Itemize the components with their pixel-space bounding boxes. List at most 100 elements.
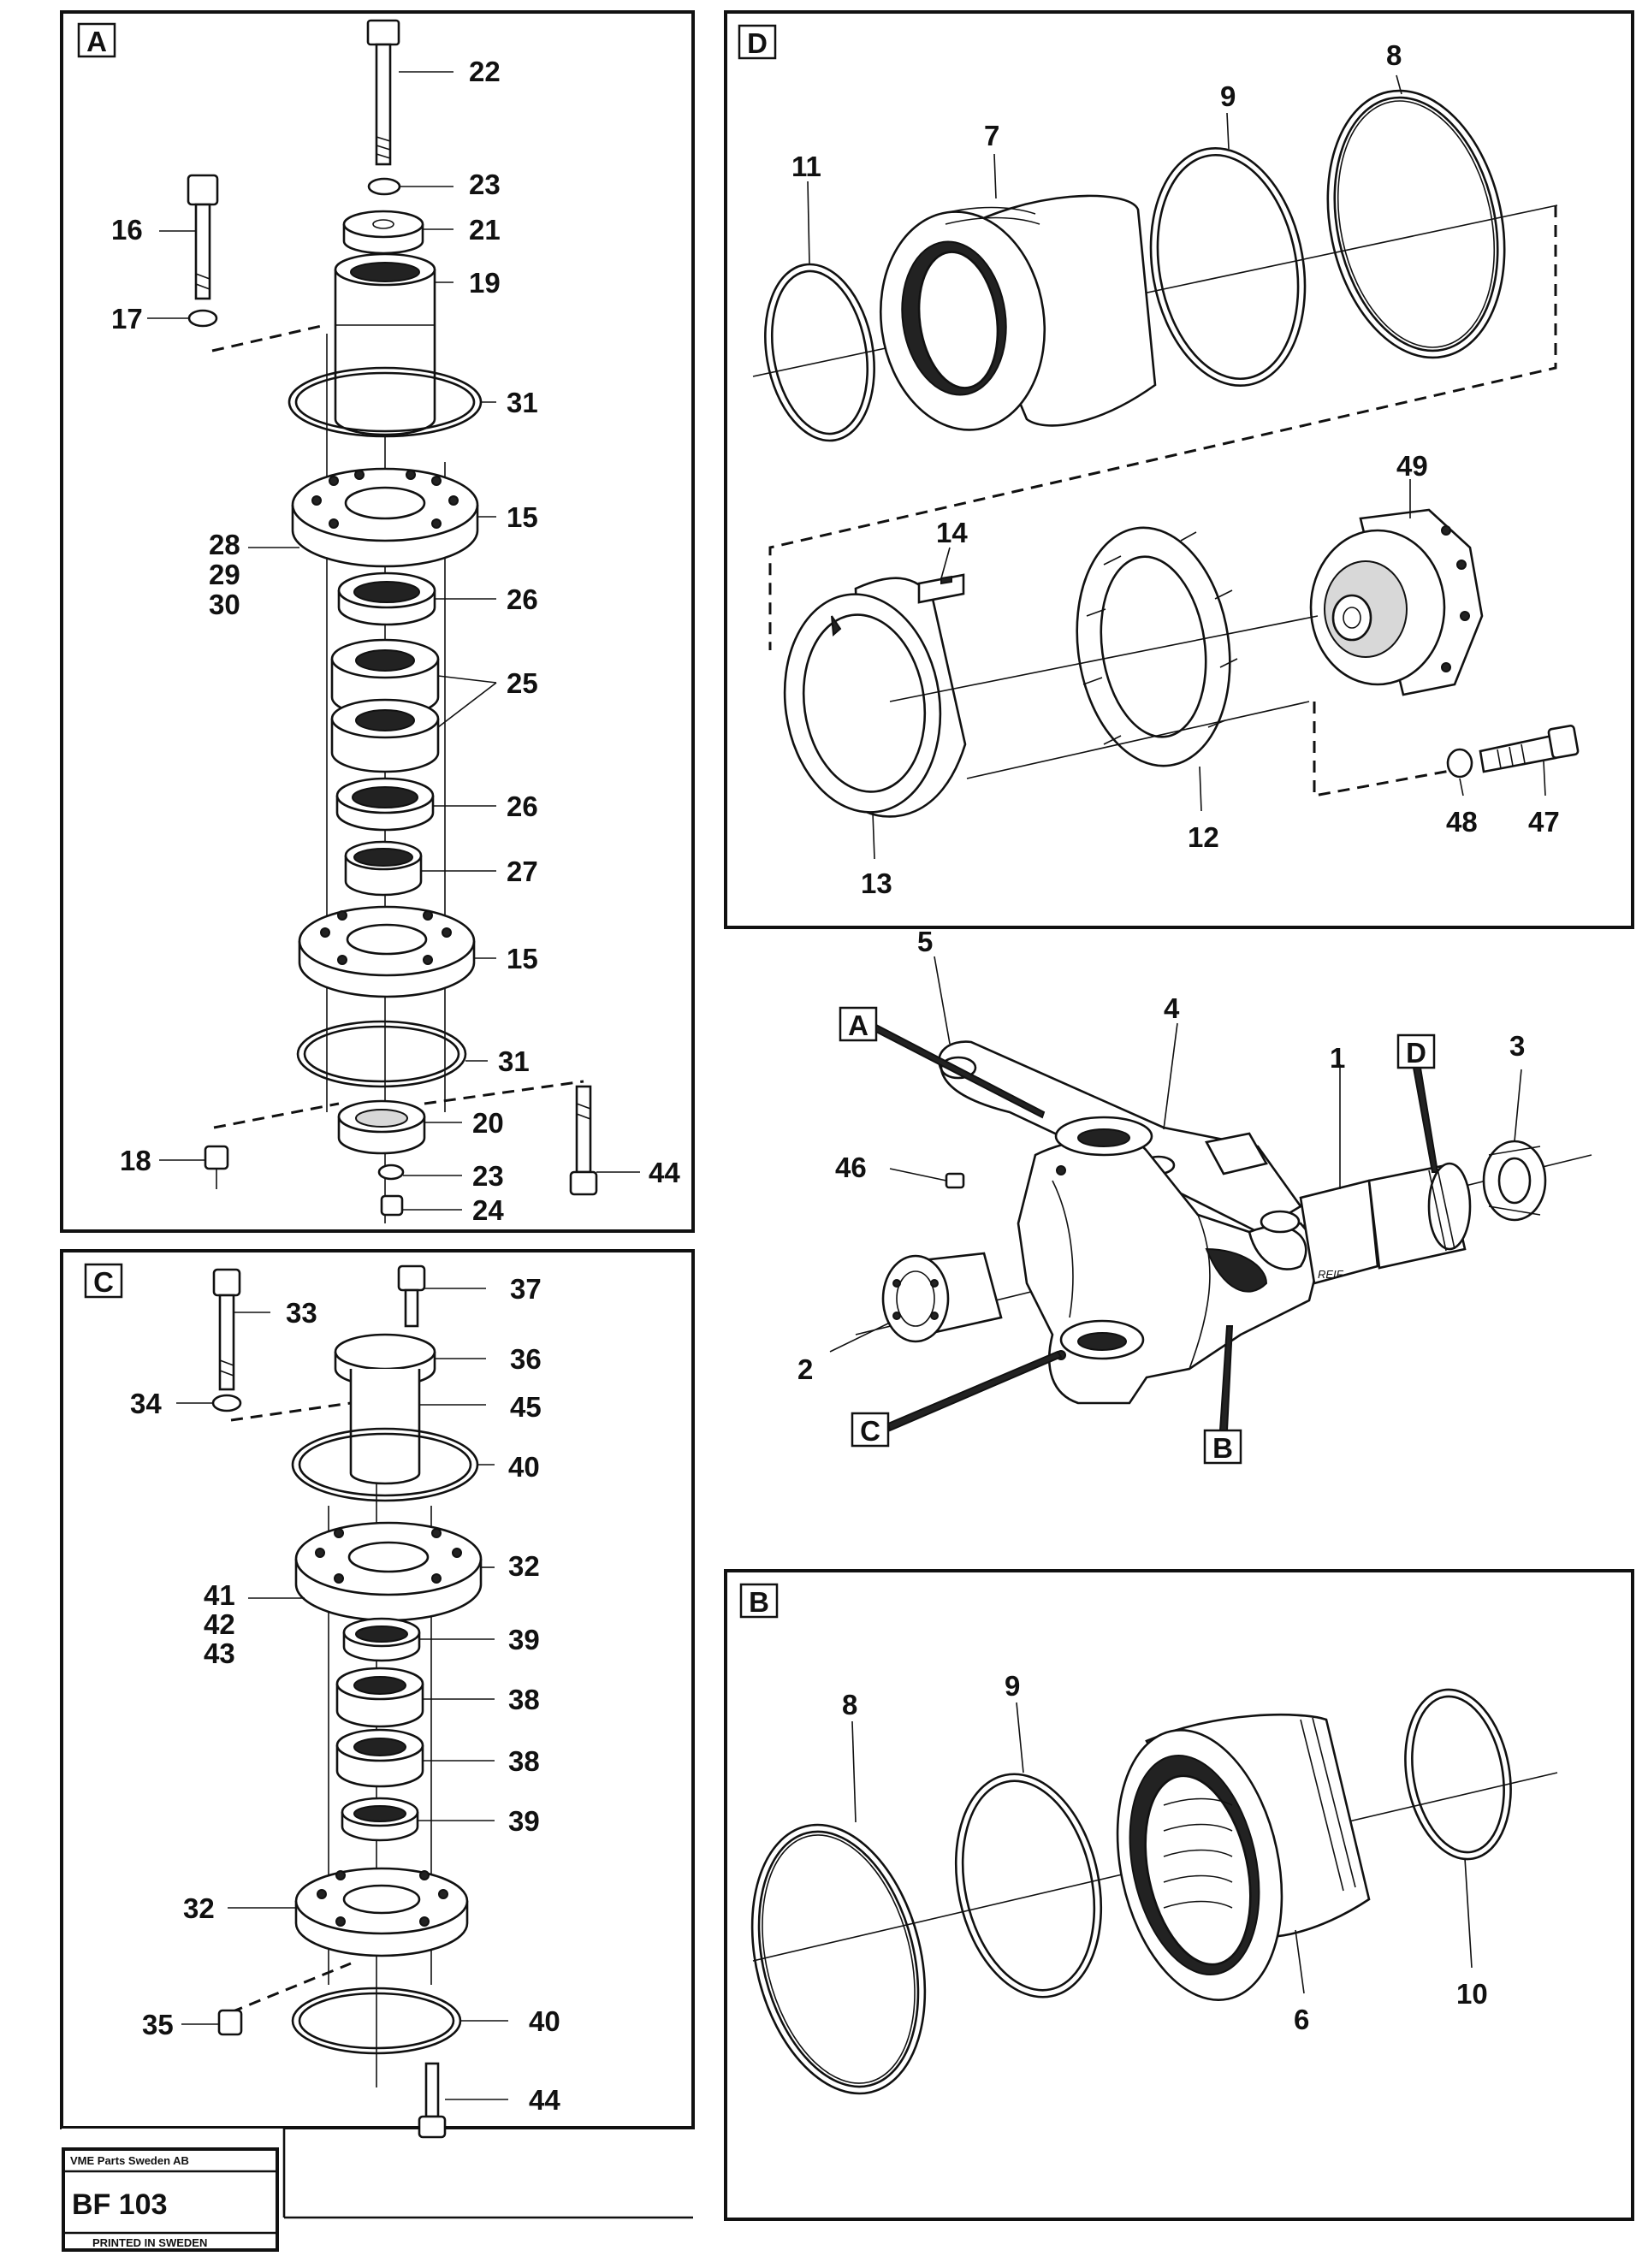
label-1: 1	[1330, 1042, 1345, 1074]
nut-18	[204, 1145, 229, 1189]
race-26-lower	[335, 777, 435, 832]
section-label-a-box	[77, 22, 116, 58]
nut-24	[380, 1194, 404, 1217]
label-b-9: 9	[1005, 1670, 1020, 1702]
ref-box-a	[839, 1006, 878, 1042]
label-33: 33	[286, 1297, 317, 1329]
leaders-a	[147, 71, 640, 1211]
bearing-38-upper	[335, 1667, 424, 1728]
bolt-37	[397, 1264, 426, 1328]
panel-d: D	[724, 10, 1634, 929]
bolt-44-a	[569, 1085, 598, 1196]
label-45: 45	[510, 1391, 542, 1423]
panel-a: A	[60, 10, 695, 1233]
label-2: 2	[797, 1353, 813, 1385]
flange-15-upper	[291, 467, 479, 568]
panel-c: C	[60, 1249, 695, 2139]
label-34: 34	[130, 1388, 162, 1419]
pin-36	[334, 1333, 436, 1485]
section-label-a: A	[86, 26, 107, 57]
label-d-7: 7	[984, 120, 999, 151]
ring-3	[1482, 1140, 1547, 1222]
label-d-13: 13	[861, 868, 892, 899]
label-23: 23	[469, 169, 501, 200]
bolt-33	[212, 1268, 241, 1391]
sleeve-6	[1116, 1713, 1371, 2001]
label-d-8: 8	[1386, 39, 1402, 71]
flange-15-lower	[298, 905, 476, 998]
leaders-c	[176, 1288, 508, 2100]
ref-arrow-d	[1412, 1067, 1439, 1173]
label-32: 32	[508, 1550, 540, 1582]
label-15: 15	[507, 501, 538, 533]
printed-in: PRINTED IN SWEDEN	[92, 2236, 207, 2249]
label-46: 46	[835, 1152, 867, 1183]
label-38-lower: 38	[508, 1745, 540, 1777]
label-41: 41	[204, 1579, 235, 1611]
label-31-lower: 31	[498, 1045, 530, 1077]
washer-34	[211, 1394, 242, 1412]
flange-32-upper	[294, 1521, 483, 1622]
label-b-6: 6	[1294, 2004, 1309, 2035]
stamp-text: REIF	[1318, 1268, 1344, 1281]
section-label-d-box	[738, 24, 777, 60]
ref-arrow-a	[875, 1023, 1046, 1119]
label-25: 25	[507, 667, 538, 699]
ref-arrow-b	[1218, 1325, 1234, 1431]
nut-21	[342, 210, 424, 255]
label-d-48: 48	[1446, 806, 1478, 838]
section-label-c-box	[84, 1263, 123, 1299]
label-39: 39	[508, 1624, 540, 1655]
washer-48	[1446, 748, 1473, 779]
label-21: 21	[469, 214, 501, 246]
ref-arrow-c	[886, 1350, 1063, 1432]
label-29: 29	[209, 559, 240, 590]
bolt-22	[366, 19, 400, 166]
section-label-b: B	[749, 1586, 769, 1618]
label-18: 18	[120, 1145, 151, 1176]
label-d-12: 12	[1188, 821, 1219, 853]
bearing-25-lower	[330, 698, 440, 773]
label-40: 40	[508, 1451, 540, 1483]
leaders-main	[829, 956, 1522, 1353]
label-19: 19	[469, 267, 501, 299]
label-36: 36	[510, 1343, 542, 1375]
collar-13	[783, 577, 967, 818]
ring-11	[764, 263, 875, 442]
race-26-upper	[337, 571, 436, 626]
label-38: 38	[508, 1684, 540, 1715]
label-20: 20	[472, 1107, 504, 1139]
sleeve-19	[334, 252, 436, 436]
label-30: 30	[209, 589, 240, 620]
sleeve-7	[879, 194, 1157, 431]
label-b-8: 8	[842, 1689, 857, 1720]
label-d-11: 11	[791, 151, 821, 182]
label-3: 3	[1509, 1030, 1525, 1062]
spindle-1	[1205, 1162, 1472, 1293]
label-43: 43	[204, 1637, 235, 1669]
label-4: 4	[1164, 992, 1180, 1024]
label-44: 44	[649, 1157, 680, 1188]
label-17: 17	[111, 303, 143, 335]
label-d-49: 49	[1396, 450, 1428, 482]
label-24: 24	[472, 1194, 504, 1226]
bearing-38-lower	[335, 1728, 424, 1788]
washer-17	[187, 309, 218, 328]
ref-label-c: C	[860, 1415, 880, 1447]
label-d-9: 9	[1220, 80, 1236, 112]
label-28: 28	[209, 529, 240, 560]
main-assembly-view: REIF A D C B 5 4 1 3 46 2	[797, 926, 1592, 1465]
ref-box-c	[851, 1412, 890, 1448]
label-16: 16	[111, 214, 143, 246]
o-ring-31-lower	[296, 1020, 467, 1088]
drawing-code: BF 103	[72, 2188, 168, 2221]
race-39-lower	[341, 1797, 419, 1842]
washer-23	[367, 177, 401, 196]
label-b-10: 10	[1456, 1978, 1488, 2010]
label-d-14: 14	[936, 517, 968, 548]
label-22: 22	[469, 56, 501, 87]
label-23-lower: 23	[472, 1160, 504, 1192]
company-name: VME Parts Sweden AB	[70, 2154, 189, 2167]
title-block: VME Parts Sweden AB BF 103 PRINTED IN SW…	[62, 2129, 693, 2252]
